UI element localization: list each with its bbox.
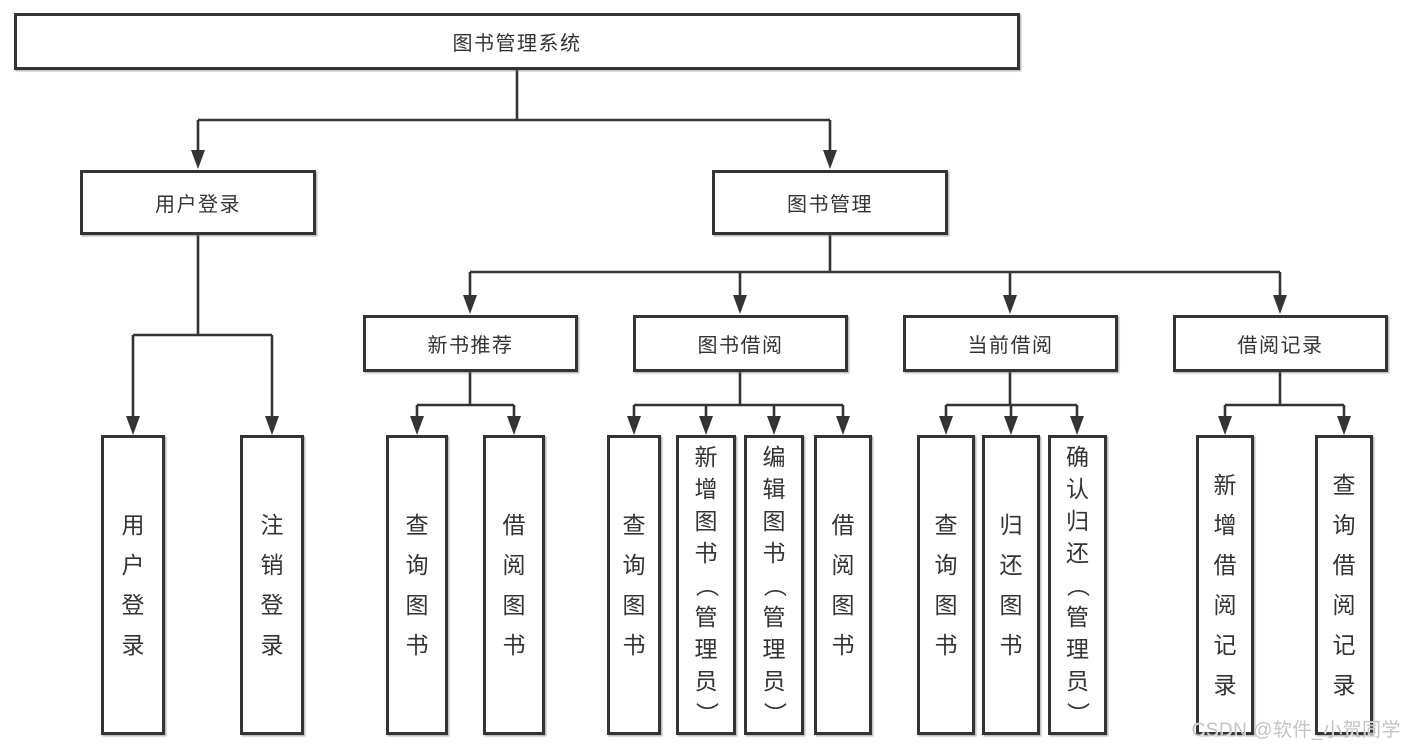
node-book-management: 图书管理 bbox=[712, 170, 948, 235]
leaf-borrow-books-borrowing: 借阅图书 bbox=[814, 435, 872, 735]
node-user-login-label: 用户登录 bbox=[155, 194, 241, 216]
leaf-borrow-books-recommend-label: 借阅图书 bbox=[502, 511, 526, 658]
node-book-management-label: 图书管理 bbox=[787, 194, 873, 216]
node-root-label: 图书管理系统 bbox=[452, 33, 582, 55]
watermark: CSDN @软件_小贺同学 bbox=[1191, 720, 1401, 741]
leaf-add-borrow-record: 新增借阅记录 bbox=[1196, 435, 1254, 735]
leaf-add-books-admin-label: 新增图书（管理员） bbox=[693, 443, 720, 725]
leaf-add-books-admin: 新增图书（管理员） bbox=[676, 435, 736, 735]
leaf-borrow-books-recommend: 借阅图书 bbox=[483, 435, 545, 735]
leaf-edit-books-admin: 编辑图书（管理员） bbox=[744, 435, 804, 735]
node-root: 图书管理系统 bbox=[14, 13, 1020, 70]
leaf-query-books-borrowing-label: 查询图书 bbox=[622, 511, 646, 658]
leaf-confirm-return-admin: 确认归还（管理员） bbox=[1048, 435, 1107, 735]
node-borrow-records: 借阅记录 bbox=[1173, 315, 1388, 372]
node-current-borrowing: 当前借阅 bbox=[903, 315, 1118, 372]
node-book-borrowing-label: 图书借阅 bbox=[697, 335, 784, 357]
leaf-query-books-recommend-label: 查询图书 bbox=[405, 511, 429, 658]
leaf-user-login-label: 用户登录 bbox=[121, 511, 145, 658]
leaf-edit-books-admin-label: 编辑图书（管理员） bbox=[761, 443, 788, 725]
node-current-borrowing-label: 当前借阅 bbox=[967, 335, 1054, 357]
leaf-logout: 注销登录 bbox=[240, 435, 304, 735]
leaf-borrow-books-borrowing-label: 借阅图书 bbox=[831, 511, 855, 658]
leaf-query-borrow-record: 查询借阅记录 bbox=[1315, 435, 1373, 735]
leaf-return-books: 归还图书 bbox=[982, 435, 1040, 735]
connector-lines bbox=[131, 70, 1346, 418]
leaf-query-books-current-label: 查询图书 bbox=[934, 511, 958, 658]
leaf-query-borrow-record-label: 查询借阅记录 bbox=[1332, 471, 1356, 698]
node-book-borrowing: 图书借阅 bbox=[633, 315, 848, 372]
leaf-query-books-current: 查询图书 bbox=[917, 435, 975, 735]
node-new-book-recommend-label: 新书推荐 bbox=[427, 335, 514, 357]
node-borrow-records-label: 借阅记录 bbox=[1237, 335, 1324, 357]
leaf-confirm-return-admin-label: 确认归还（管理员） bbox=[1065, 443, 1091, 725]
leaf-query-books-recommend: 查询图书 bbox=[386, 435, 448, 735]
node-user-login: 用户登录 bbox=[80, 170, 316, 235]
leaf-query-books-borrowing: 查询图书 bbox=[607, 435, 661, 735]
leaf-add-borrow-record-label: 新增借阅记录 bbox=[1213, 471, 1237, 698]
node-new-book-recommend: 新书推荐 bbox=[363, 315, 578, 372]
leaf-logout-label: 注销登录 bbox=[260, 511, 284, 658]
leaf-return-books-label: 归还图书 bbox=[999, 511, 1023, 658]
leaf-user-login: 用户登录 bbox=[101, 435, 165, 735]
